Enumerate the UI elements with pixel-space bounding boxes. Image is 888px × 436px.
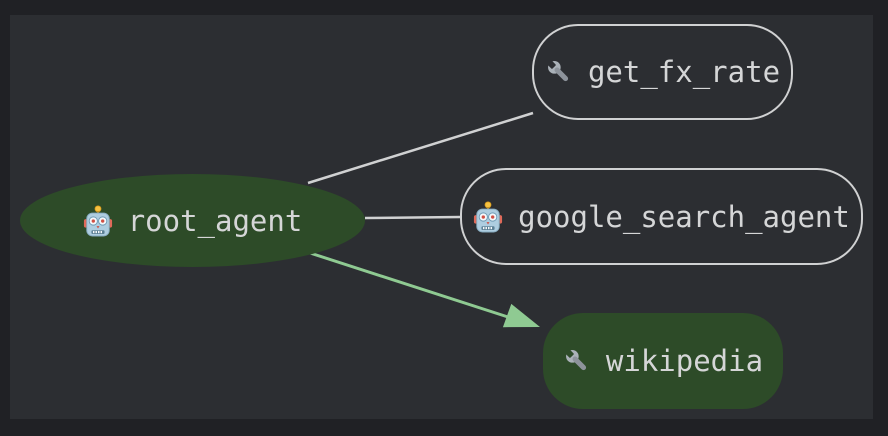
- node-google-search-agent[interactable]: google_search_agent: [460, 168, 863, 265]
- node-label: wikipedia: [605, 344, 764, 378]
- node-label: google_search_agent: [518, 199, 850, 234]
- node-root-agent[interactable]: root_agent: [20, 174, 365, 267]
- wrench-icon: [545, 58, 573, 86]
- node-label: get_fx_rate: [587, 55, 781, 89]
- robot-icon: [83, 204, 113, 237]
- node-wikipedia[interactable]: wikipedia: [543, 313, 783, 409]
- node-label: root_agent: [127, 203, 303, 238]
- node-get-fx-rate[interactable]: get_fx_rate: [532, 24, 793, 120]
- robot-icon: [473, 200, 503, 233]
- wrench-icon: [563, 347, 591, 375]
